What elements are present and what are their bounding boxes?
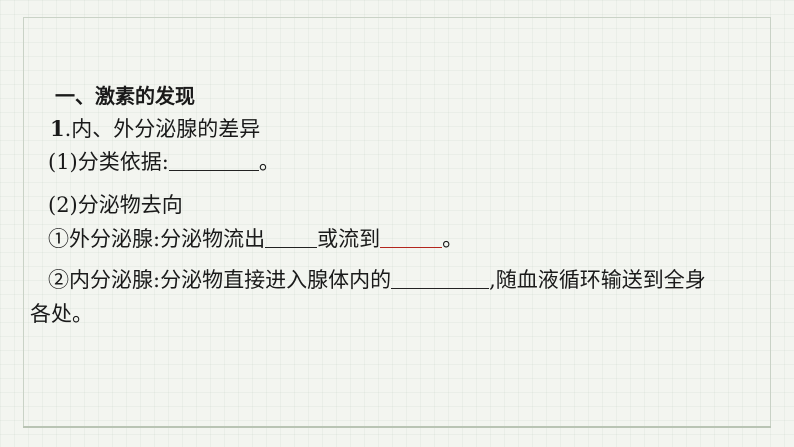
section-title: 一、激素的发现 bbox=[55, 84, 195, 108]
question-2b-suffix: ,随血液循环输送到全身 bbox=[489, 268, 706, 292]
question-1-prefix: (1)分类依据: bbox=[48, 150, 169, 174]
question-2: (2)分泌物去向 bbox=[48, 193, 183, 217]
question-2a-suffix: 。 bbox=[442, 227, 464, 251]
question-2a-middle: 或流到 bbox=[317, 227, 381, 251]
fill-blank-classification-basis[interactable] bbox=[168, 150, 259, 171]
slide-frame-bottom-rule bbox=[23, 426, 771, 428]
item-1-number: 1 bbox=[50, 116, 65, 141]
item-1-text: .内、外分泌腺的差异 bbox=[64, 117, 261, 141]
fill-blank-exocrine-out[interactable] bbox=[265, 227, 318, 248]
question-1: (1)分类依据: 。 bbox=[48, 146, 280, 178]
question-2a: ①外分泌腺:分泌物流出 或流到 。 bbox=[48, 223, 463, 255]
fill-blank-endocrine-into[interactable] bbox=[391, 268, 490, 289]
item-1-heading: 1.内、外分泌腺的差异 bbox=[50, 113, 260, 145]
question-2b: ②内分泌腺:分泌物直接进入腺体内的 ,随血液循环输送到全身 bbox=[48, 264, 706, 296]
question-2b-continuation: 各处。 bbox=[30, 302, 93, 326]
question-1-suffix: 。 bbox=[258, 150, 280, 174]
fill-blank-exocrine-to[interactable] bbox=[380, 227, 443, 248]
question-2a-prefix: ①外分泌腺:分泌物流出 bbox=[48, 227, 266, 251]
question-2b-prefix: ②内分泌腺:分泌物直接进入腺体内的 bbox=[48, 268, 392, 292]
